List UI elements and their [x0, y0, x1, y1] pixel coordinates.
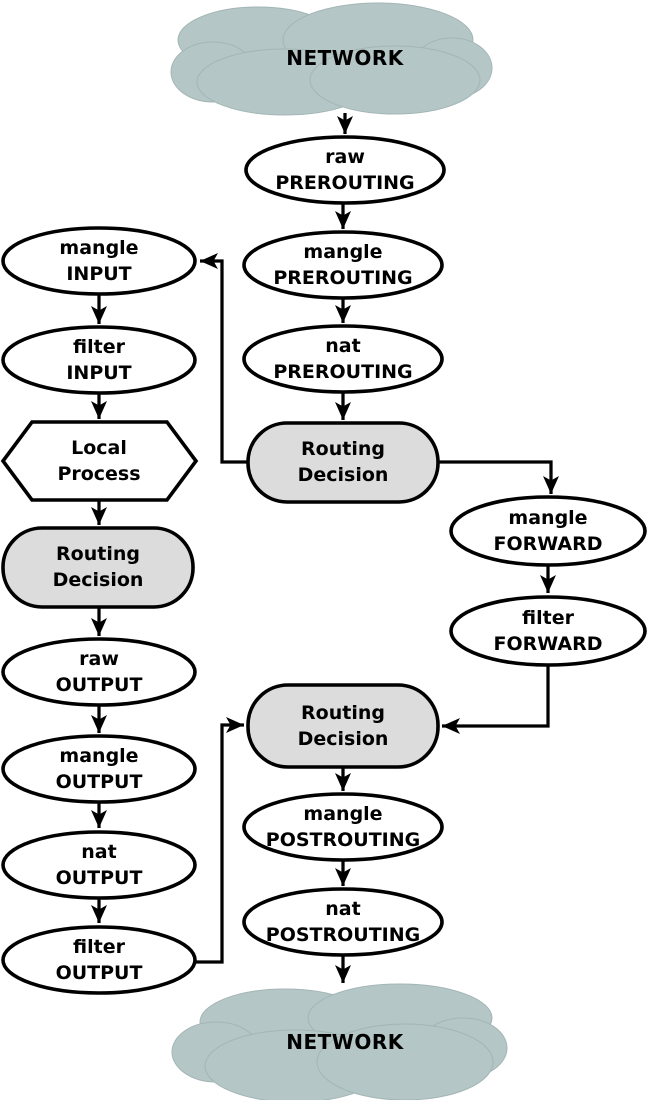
label-line2: Process [57, 463, 140, 485]
label-line2: PREROUTING [273, 361, 412, 383]
node-nat-postrouting: nat POSTROUTING [242, 887, 444, 957]
label-line1: Routing [56, 543, 140, 565]
network-cloud-bottom: NETWORK [171, 983, 508, 1100]
network-label-top: NETWORK [286, 46, 405, 70]
node-mangle-forward: mangle FORWARD [449, 495, 647, 567]
raw-output-shape [1, 637, 197, 707]
mangle-input-shape [1, 226, 197, 296]
label-line1: Routing [301, 702, 385, 724]
label-line1: mangle [59, 745, 138, 767]
label-line2: POSTROUTING [266, 924, 420, 946]
network-cloud-top: NETWORK [170, 2, 493, 116]
mangle-forward-shape [449, 495, 647, 567]
raw-prerouting-shape [244, 135, 446, 205]
label-line1: raw [79, 648, 119, 670]
label-line2: PREROUTING [275, 172, 414, 194]
routing-decision-center-shape [246, 421, 440, 504]
label-line2: OUTPUT [56, 771, 143, 793]
node-nat-output: nat OUTPUT [1, 830, 197, 900]
node-mangle-prerouting: mangle PREROUTING [242, 230, 444, 300]
label-line2: PREROUTING [273, 267, 412, 289]
edge-routing-decision-to-mangle-forward [438, 460, 559, 494]
label-line2: OUTPUT [56, 674, 143, 696]
node-nat-prerouting: nat PREROUTING [242, 324, 444, 394]
label-line1: raw [325, 146, 365, 168]
node-mangle-input: mangle INPUT [1, 226, 197, 296]
network-label-bottom: NETWORK [286, 1030, 405, 1054]
label-line2: INPUT [66, 362, 131, 384]
edge-filter-output-to-routing-decision [195, 717, 244, 964]
filter-forward-shape [449, 595, 647, 667]
routing-decision-left-shape [1, 526, 195, 609]
node-raw-output: raw OUTPUT [1, 637, 197, 707]
label-line2: FORWARD [494, 633, 603, 655]
label-line1: Routing [301, 438, 385, 460]
mangle-postrouting-shape [242, 792, 444, 862]
node-raw-prerouting: raw PREROUTING [244, 135, 446, 205]
label-line1: filter [522, 607, 575, 629]
cloud-lobe [316, 1023, 494, 1100]
routing-decision-bottom-shape [246, 683, 440, 769]
nat-prerouting-shape [242, 324, 444, 394]
node-routing-decision-center: Routing Decision [246, 421, 440, 504]
label-line2: Decision [298, 464, 389, 486]
label-line1: mangle [303, 241, 382, 263]
label-line2: POSTROUTING [266, 829, 420, 851]
label-line2: OUTPUT [56, 867, 143, 889]
edge-filter-forward-to-routing-decision [442, 665, 550, 734]
label-line1: mangle [303, 803, 382, 825]
mangle-output-shape [1, 734, 197, 804]
label-line2: Decision [53, 569, 144, 591]
label-line1: nat [325, 335, 360, 357]
label-line2: INPUT [66, 263, 131, 285]
nat-postrouting-shape [242, 887, 444, 957]
node-filter-output: filter OUTPUT [1, 925, 197, 995]
node-local-process: Local Process [0, 420, 199, 502]
label-line1: mangle [59, 237, 138, 259]
label-line2: OUTPUT [56, 962, 143, 984]
node-routing-decision-left: Routing Decision [1, 526, 195, 609]
label-line1: filter [73, 336, 126, 358]
label-line2: FORWARD [494, 533, 603, 555]
nat-output-shape [1, 830, 197, 900]
filter-input-shape [1, 325, 197, 395]
label-line1: filter [73, 936, 126, 958]
label-line1: mangle [508, 507, 587, 529]
edge-routing-decision-to-mangle-input [200, 253, 248, 464]
label-line1: Local [71, 437, 127, 459]
label-line1: nat [325, 898, 360, 920]
node-routing-decision-bottom: Routing Decision [246, 683, 440, 769]
node-filter-forward: filter FORWARD [449, 595, 647, 667]
node-filter-input: filter INPUT [1, 325, 197, 395]
node-mangle-postrouting: mangle POSTROUTING [242, 792, 444, 862]
mangle-prerouting-shape [242, 230, 444, 300]
label-line2: Decision [298, 728, 389, 750]
filter-output-shape [1, 925, 197, 995]
node-mangle-output: mangle OUTPUT [1, 734, 197, 804]
local-process-shape [0, 420, 199, 502]
cloud-lobe [309, 45, 481, 115]
label-line1: nat [81, 841, 116, 863]
